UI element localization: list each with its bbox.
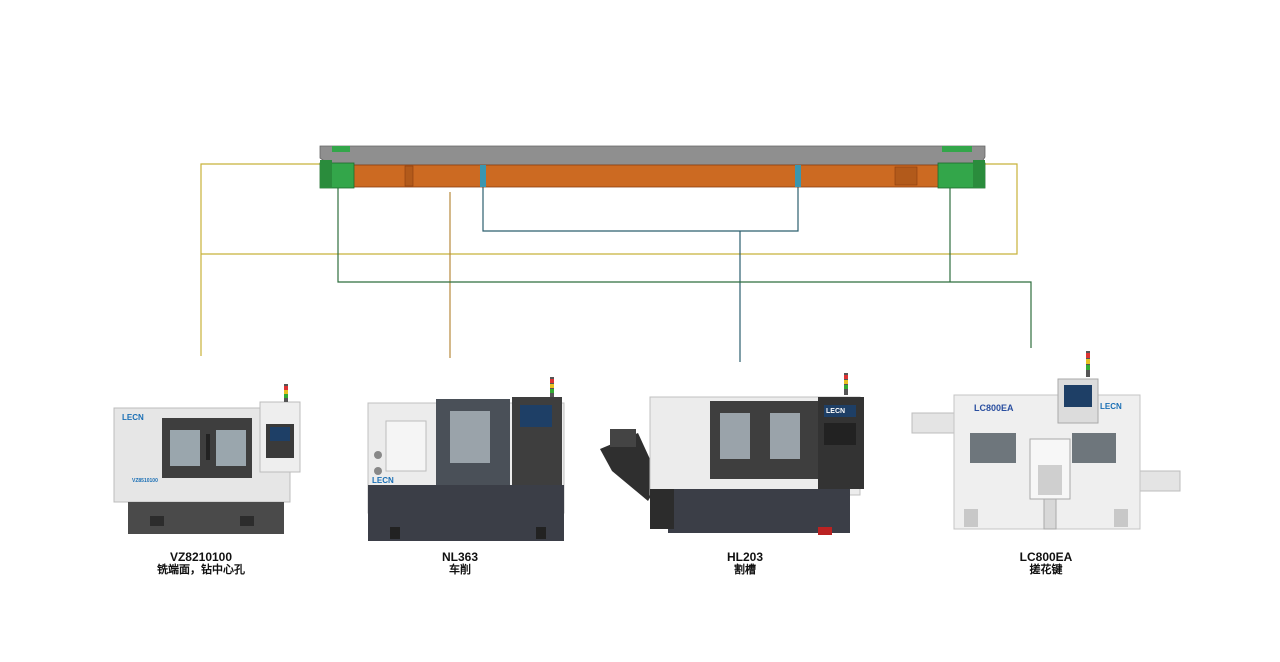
label-lc800ea: LC800EA 搓花键 bbox=[946, 550, 1146, 577]
shaft-workpiece bbox=[319, 145, 986, 189]
machine-hl203-brand: LECN bbox=[826, 408, 845, 415]
machine-model-nl363: NL363 bbox=[441, 550, 479, 564]
connector-grooving bbox=[482, 186, 799, 362]
machine-operation-hl203: 割槽 bbox=[734, 564, 756, 576]
machine-nl363: LECN bbox=[366, 375, 568, 543]
machine-model-lc800ea: LC800EA bbox=[1019, 550, 1073, 564]
machine-lc800ea-plate: LC800EA bbox=[974, 403, 1014, 413]
shaft-section bbox=[319, 145, 986, 166]
machine-nl363-image: LECN bbox=[367, 377, 565, 541]
machine-operation-vz8210100: 铣端面，钻中心孔 bbox=[157, 564, 245, 576]
machine-vz8210100-image: LECN VZ8510100 bbox=[113, 384, 301, 534]
machine-operation-nl363: 车削 bbox=[449, 564, 471, 576]
shaft-groove-left bbox=[480, 165, 486, 187]
machine-lc800ea-brand: LECN bbox=[1100, 402, 1122, 411]
label-vz8210100: VZ8210100 铣端面，钻中心孔 bbox=[101, 550, 301, 577]
machine-lc800ea-image: LC800EA LECN bbox=[911, 351, 1181, 530]
machine-vz8210100: LECN VZ8510100 bbox=[110, 382, 302, 536]
connector-mill-drill bbox=[200, 163, 1018, 356]
machine-hl203: LECN bbox=[598, 371, 870, 537]
machine-operation-lc800ea: 搓花键 bbox=[1029, 564, 1063, 576]
machine-lc800ea: LC800EA LECN bbox=[910, 349, 1182, 541]
machine-vz8210100-plate: VZ8510100 bbox=[132, 478, 158, 484]
shaft-groove-right bbox=[795, 165, 801, 187]
machine-hl203-image: LECN bbox=[600, 373, 864, 535]
machine-model-vz8210100: VZ8210100 bbox=[169, 550, 233, 564]
label-nl363: NL363 车削 bbox=[360, 550, 560, 577]
machine-model-hl203: HL203 bbox=[726, 550, 764, 564]
connector-spline bbox=[337, 188, 1032, 348]
shaft-body bbox=[351, 164, 941, 188]
label-hl203: HL203 割槽 bbox=[645, 550, 845, 577]
machine-vz8210100-brand: LECN bbox=[122, 413, 144, 422]
machine-nl363-brand: LECN bbox=[372, 476, 394, 485]
